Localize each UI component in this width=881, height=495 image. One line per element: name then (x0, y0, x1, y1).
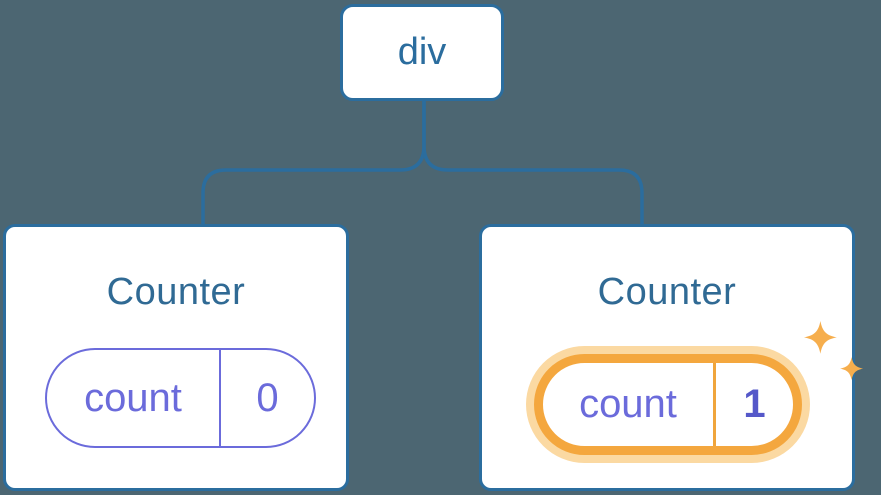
connector-right-line (422, 101, 644, 225)
state-key-label: count (84, 375, 182, 420)
sparkle-large (804, 321, 837, 354)
pill-divider (219, 350, 221, 446)
counter-card-unchanged: Counter count 0 (3, 224, 349, 491)
state-value: 0 (256, 375, 279, 420)
state-pill-highlighted: count 1 (534, 354, 802, 455)
component-title: Counter (106, 271, 246, 313)
state-value: 1 (743, 382, 766, 426)
component-title: Counter (597, 271, 737, 313)
state-key-label: count (579, 382, 677, 426)
connector-left-line (201, 101, 426, 225)
root-node-label: div (397, 31, 447, 73)
pill-divider (713, 363, 716, 446)
tree-node-root: div (340, 4, 504, 101)
counter-card-updated: Counter count 1 (479, 224, 864, 491)
state-pill: count 0 (45, 348, 316, 448)
